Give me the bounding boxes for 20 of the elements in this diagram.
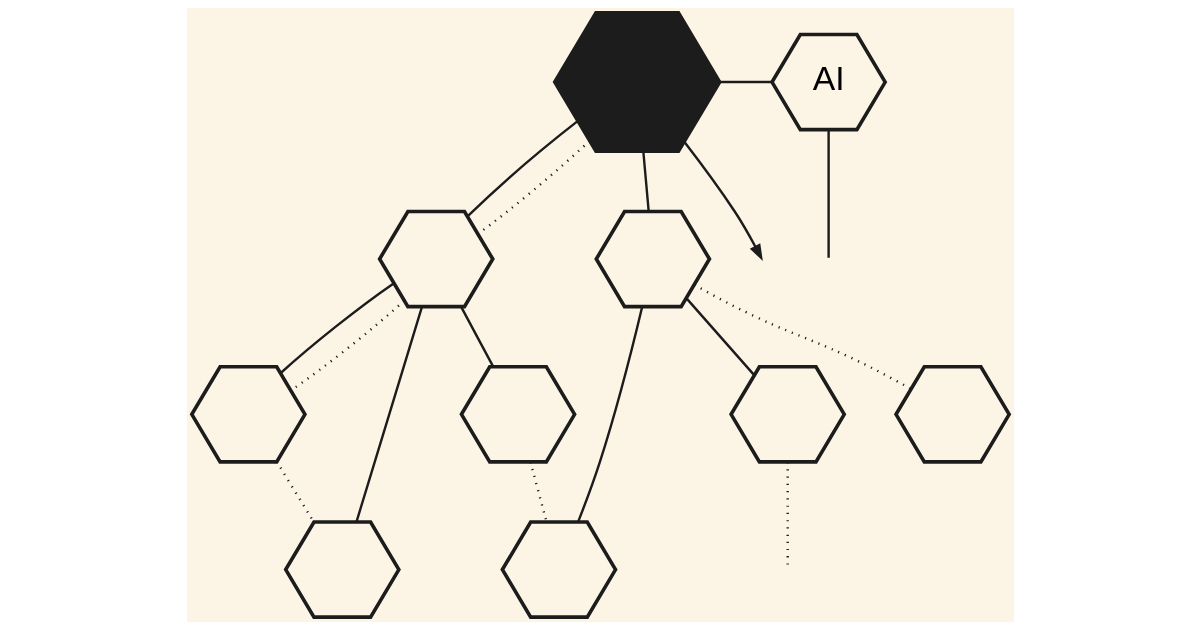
connector [279, 282, 394, 374]
node-hexagon [458, 364, 577, 464]
connector [641, 151, 650, 212]
node-hexagon [593, 209, 712, 309]
connector [719, 80, 772, 84]
node-hexagon [377, 209, 495, 309]
connector [354, 306, 423, 522]
arrow [682, 141, 763, 261]
node-hexagon [283, 520, 401, 619]
node-hexagon [728, 364, 846, 464]
connector [826, 130, 830, 258]
connector [693, 283, 911, 390]
node-hexagon [552, 11, 722, 154]
node-hexagon [189, 364, 307, 464]
connector [685, 297, 755, 376]
connector [576, 306, 643, 523]
connector [466, 120, 578, 218]
node-hexagon [499, 520, 618, 619]
node-hexagon [893, 364, 1011, 464]
connector [459, 306, 494, 368]
